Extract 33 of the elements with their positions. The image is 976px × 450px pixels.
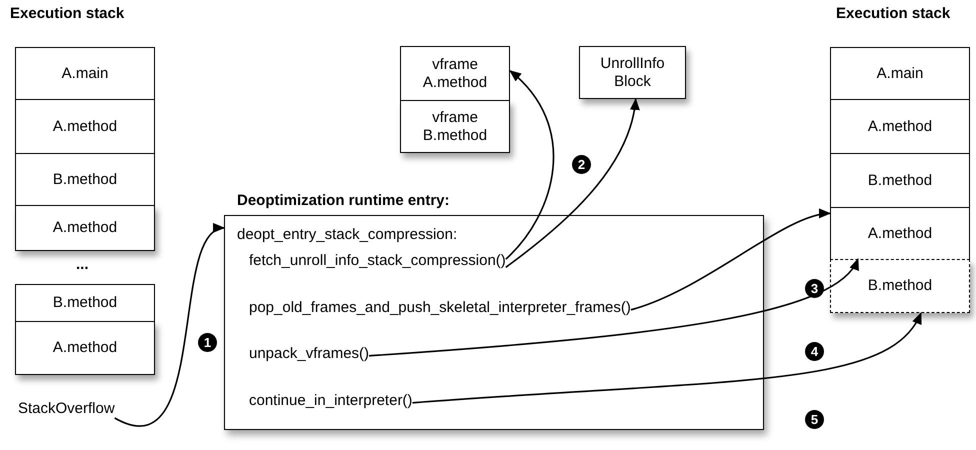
- stack-frame: B.method: [830, 153, 970, 208]
- stack-frame: vframe B.method: [400, 100, 510, 153]
- arrow: [505, 98, 640, 268]
- arrow: [630, 210, 831, 311]
- stack-frame: vframe A.method: [400, 46, 510, 101]
- ellipsis: ...: [76, 256, 89, 273]
- step-number: 2: [572, 155, 591, 174]
- stack-frame: A.main: [15, 47, 155, 100]
- stack-frame: A.method: [830, 207, 970, 260]
- stack-frame: B.method: [15, 284, 155, 322]
- stack-frame: B.method: [830, 259, 970, 313]
- stack-heading: Execution stack: [10, 5, 124, 22]
- code-line: pop_old_frames_and_push_skeletal_interpreter_frames(): [249, 299, 631, 317]
- code-line: unpack_vframes(): [249, 345, 370, 363]
- arrow: [368, 258, 859, 357]
- stack-frame: B.method: [15, 153, 155, 206]
- step-number: 5: [805, 410, 824, 429]
- code-line: continue_in_interpreter(): [249, 392, 412, 410]
- stack-frame: A.method: [15, 205, 155, 251]
- stack-frame: UnrollInfo Block: [579, 46, 686, 99]
- arrow: [505, 70, 554, 260]
- step-number: 4: [805, 342, 824, 361]
- code-line: fetch_unroll_info_stack_compression(): [249, 252, 506, 270]
- text-label: StackOverflow: [18, 400, 115, 418]
- stack-frame: A.method: [15, 321, 155, 375]
- stack-frame: A.method: [830, 99, 970, 154]
- stack-frame: A.method: [15, 99, 155, 154]
- arrow: [412, 312, 922, 404]
- box-heading: Deoptimization runtime entry:: [237, 192, 450, 209]
- step-number: 3: [805, 279, 824, 298]
- stack-heading: Execution stack: [836, 5, 950, 22]
- stack-frame: A.main: [830, 47, 970, 100]
- code-line: deopt_entry_stack_compression:: [237, 226, 458, 243]
